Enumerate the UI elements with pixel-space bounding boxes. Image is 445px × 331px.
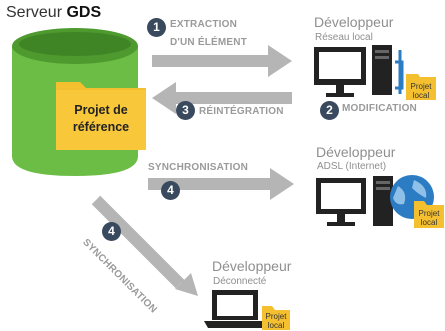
reference-project-line1: Projet de — [74, 103, 128, 117]
server-title-bold: GDS — [66, 4, 102, 21]
developer-adsl-folder-label: Projet local — [415, 209, 443, 227]
sync-adsl-arrow — [148, 168, 294, 200]
reference-project-line2: référence — [72, 120, 130, 134]
step-1-badge: 1 — [147, 18, 166, 37]
developer-offline-title: Développeur — [212, 258, 292, 274]
step-2-badge: 2 — [320, 101, 339, 120]
extraction-label-line2: D'UN ÉLÉMENT — [170, 37, 247, 48]
step-3-badge: 3 — [176, 101, 195, 120]
developer-adsl-folder-line2: local — [420, 218, 438, 227]
reference-project-folder-icon — [56, 82, 146, 150]
reintegration-arrow — [152, 82, 292, 114]
extraction-label-line1: EXTRACTION — [170, 19, 237, 30]
extraction-arrow — [152, 45, 292, 77]
developer-lan-folder-label: Projet local — [407, 82, 435, 100]
developer-offline-folder-line2: local — [267, 321, 285, 330]
modification-label: MODIFICATION — [342, 103, 417, 114]
developer-lan-folder-line2: local — [412, 91, 430, 100]
reintegration-label: RÉINTÉGRATION — [199, 106, 284, 117]
developer-adsl-subtitle: ADSL (Internet) — [317, 161, 387, 172]
server-title: Serveur GDS — [6, 4, 101, 22]
reference-project-label: Projet de référence — [56, 102, 146, 136]
step-4-diagonal-badge: 4 — [102, 222, 121, 241]
developer-lan-title: Développeur — [314, 14, 394, 30]
developer-offline-subtitle: Déconnecté — [213, 276, 267, 287]
developer-adsl-computer-icon — [316, 175, 444, 228]
developer-adsl-title: Développeur — [316, 144, 396, 160]
developer-offline-folder-line1: Projet — [265, 312, 287, 321]
server-title-prefix: Serveur — [6, 4, 67, 21]
developer-adsl-folder-line1: Projet — [418, 209, 440, 218]
step-4-badge: 4 — [161, 181, 180, 200]
developer-lan-subtitle: Réseau local — [315, 32, 373, 43]
developer-laptop-icon — [204, 290, 290, 330]
developer-offline-folder-label: Projet local — [262, 312, 290, 330]
developer-lan-computer-icon — [314, 45, 436, 100]
sync-label: SYNCHRONISATION — [148, 162, 249, 173]
developer-lan-folder-line1: Projet — [410, 82, 432, 91]
